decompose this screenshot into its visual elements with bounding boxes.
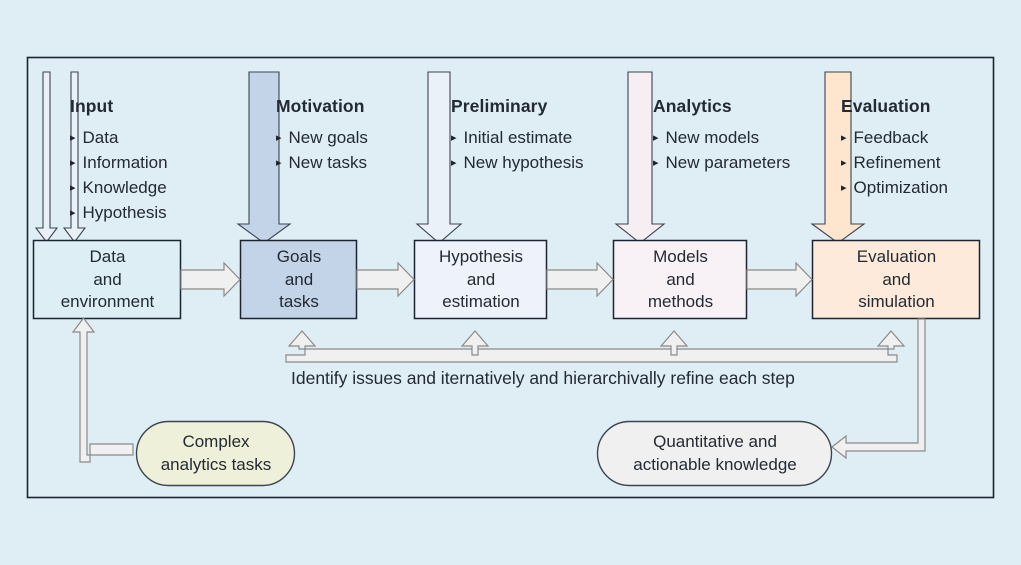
stage-line: and xyxy=(466,269,496,289)
column-title-input: Input xyxy=(70,96,114,116)
bullet-triangle-icon: ▸ xyxy=(841,132,847,144)
bullet-triangle-icon: ▸ xyxy=(70,182,76,194)
stage-box-evaluation-and-simulation[interactable] xyxy=(811,239,981,320)
bullet-input-0: ▸ Data xyxy=(70,128,118,148)
stage-box-data-and-environment[interactable] xyxy=(32,239,182,320)
figure-frame xyxy=(26,56,995,499)
stage-line: Evaluation xyxy=(856,247,937,267)
bullet-label: Refinement xyxy=(853,153,941,172)
feedback-arrow-quantitative-knowledge xyxy=(831,318,926,460)
output-line: Complex xyxy=(182,432,250,452)
bullet-label: New hypothesis xyxy=(463,153,584,172)
bullet-triangle-icon: ▸ xyxy=(841,182,847,194)
stage-line: and xyxy=(882,269,911,289)
bullet-label: Data xyxy=(82,128,119,147)
flow-arrow-1 xyxy=(180,261,241,298)
bullet-triangle-icon: ▸ xyxy=(276,132,282,144)
bullet-triangle-icon: ▸ xyxy=(451,157,457,169)
stage-line: Data xyxy=(89,247,126,267)
bullet-label: New tasks xyxy=(288,153,367,172)
bullet-triangle-icon: ▸ xyxy=(653,132,659,144)
bullet-evaluation-1: ▸ Refinement xyxy=(841,153,940,173)
stage-line: Hypothesis xyxy=(438,247,524,267)
bullet-motivation-0: ▸ New goals xyxy=(276,128,368,148)
bullet-label: New parameters xyxy=(665,153,791,172)
stage-line: simulation xyxy=(858,292,935,312)
flow-arrow-4 xyxy=(746,261,813,298)
bullet-evaluation-0: ▸ Feedback xyxy=(841,128,928,148)
flow-arrow-3 xyxy=(546,261,614,298)
stage-line: environment xyxy=(60,292,155,312)
output-line: Quantitative and xyxy=(653,432,777,452)
bullet-input-1: ▸ Information xyxy=(70,153,168,173)
inflow-arrow-preliminary xyxy=(415,71,463,244)
bullet-analytics-1: ▸ New parameters xyxy=(653,153,790,173)
bullet-preliminary-0: ▸ Initial estimate xyxy=(451,128,572,148)
stage-label-hypothesis-and-estimation: Hypothesis and estimation xyxy=(415,241,547,319)
bullet-triangle-icon: ▸ xyxy=(276,157,282,169)
column-title-analytics: Analytics xyxy=(653,96,732,116)
output-ellipse-complex-analytics[interactable] xyxy=(135,420,296,487)
inflow-arrow-motivation xyxy=(236,71,292,244)
bullet-triangle-icon: ▸ xyxy=(70,207,76,219)
output-line: actionable knowledge xyxy=(633,455,797,474)
bullet-label: New goals xyxy=(288,128,368,147)
bullet-label: Optimization xyxy=(853,178,949,197)
column-title-evaluation: Evaluation xyxy=(841,96,931,116)
stage-line: estimation xyxy=(442,292,520,312)
flow-arrow-2 xyxy=(356,261,415,298)
inflow-arrow-input xyxy=(34,71,87,243)
inflow-arrow-evaluation xyxy=(810,71,866,244)
bullet-triangle-icon: ▸ xyxy=(70,132,76,144)
bullet-label: Initial estimate xyxy=(463,128,573,147)
stage-box-models-and-methods[interactable] xyxy=(612,239,748,320)
feedback-caption: Identify issues and iternatively and hie… xyxy=(291,368,795,388)
bullet-label: Knowledge xyxy=(82,178,167,197)
bullet-label: Hypothesis xyxy=(82,203,167,222)
feedback-arrow-complex-analytics xyxy=(71,317,134,463)
bullet-input-2: ▸ Knowledge xyxy=(70,178,167,198)
bullet-input-3: ▸ Hypothesis xyxy=(70,203,167,223)
stage-line: Models xyxy=(653,247,708,267)
bullet-triangle-icon: ▸ xyxy=(841,157,847,169)
stage-label-data-and-environment: Data and environment xyxy=(34,241,181,319)
stage-line: and xyxy=(666,269,695,289)
bullet-label: Feedback xyxy=(853,128,929,147)
stage-box-hypothesis-and-estimation[interactable] xyxy=(413,239,548,320)
column-title-preliminary: Preliminary xyxy=(451,96,548,116)
stage-line: Goals xyxy=(276,247,322,267)
inflow-arrow-analytics xyxy=(614,71,666,244)
stage-line: and xyxy=(93,269,122,289)
column-title-motivation: Motivation xyxy=(276,96,365,116)
output-line: analytics tasks xyxy=(160,455,272,474)
output-ellipse-quantitative-knowledge[interactable] xyxy=(596,420,833,487)
bullet-analytics-0: ▸ New models xyxy=(653,128,759,148)
bullet-triangle-icon: ▸ xyxy=(653,157,659,169)
bullet-label: New models xyxy=(665,128,760,147)
bullet-motivation-1: ▸ New tasks xyxy=(276,153,367,173)
bullet-preliminary-1: ▸ New hypothesis xyxy=(451,153,584,173)
stage-label-goals-and-tasks: Goals and tasks xyxy=(241,241,357,319)
stage-line: and xyxy=(284,269,314,289)
bullet-triangle-icon: ▸ xyxy=(70,157,76,169)
stage-label-models-and-methods: Models and methods xyxy=(614,241,747,319)
output-label-complex-analytics: Complex analytics tasks xyxy=(137,422,295,486)
stage-line: tasks xyxy=(279,292,319,312)
bullet-triangle-icon: ▸ xyxy=(451,132,457,144)
output-label-quantitative-knowledge: Quantitative and actionable knowledge xyxy=(598,422,832,486)
bullet-label: Information xyxy=(82,153,168,172)
feedback-bus xyxy=(285,330,906,363)
stage-box-goals-and-tasks[interactable] xyxy=(239,239,358,320)
stage-line: methods xyxy=(647,292,714,312)
stage-label-evaluation-and-simulation: Evaluation and simulation xyxy=(813,241,980,319)
bullet-evaluation-2: ▸ Optimization xyxy=(841,178,948,198)
